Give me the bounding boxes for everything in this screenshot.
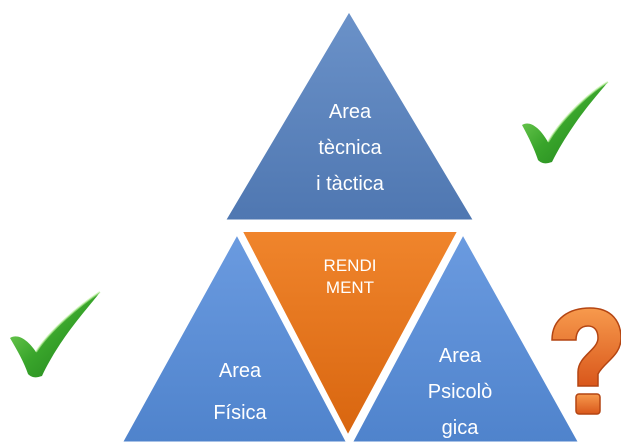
right-label-line-3: gica	[441, 417, 479, 439]
top-triangle	[221, 7, 478, 223]
center-label-line-1: RENDI	[323, 256, 377, 275]
center-triangle-label: RENDI MENT	[290, 255, 410, 299]
right-triangle	[349, 229, 582, 443]
right-label-line-2: Psicolò	[427, 381, 493, 403]
center-label-line-2: MENT	[325, 278, 375, 297]
top-label-line-1: Area	[328, 101, 372, 123]
left-label-line-2: Física	[213, 402, 267, 424]
top-label-line-2: tècnica	[318, 137, 382, 159]
left-label-line-1: Area	[218, 360, 262, 382]
center-triangle	[236, 228, 464, 443]
checkmark-icon	[10, 291, 101, 378]
right-label-line-1: Area	[438, 345, 482, 367]
left-triangle	[119, 229, 350, 443]
question-mark-icon	[551, 307, 621, 415]
checkmark-icon	[522, 81, 609, 164]
top-triangle-label: Area tècnica i tàctica	[290, 94, 410, 202]
right-triangle-label: Area Psicolò gica	[400, 338, 520, 446]
top-label-line-3: i tàctica	[316, 173, 384, 195]
left-triangle-label: Area Física	[190, 350, 290, 434]
